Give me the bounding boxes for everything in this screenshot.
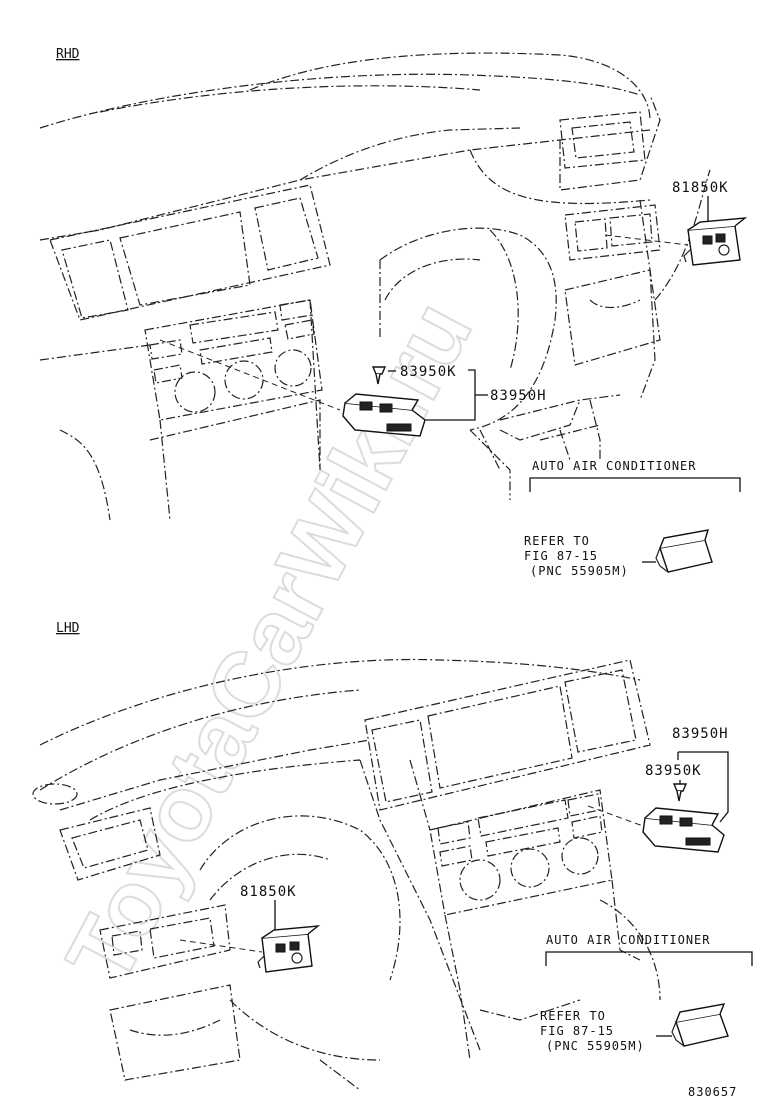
lhd-auto-ac-label: AUTO AIR CONDITIONER — [546, 933, 711, 947]
lhd-part-83950h-switch — [642, 807, 725, 853]
rhd-title: RHD — [56, 47, 80, 62]
rhd-part-83950k-clip — [371, 366, 387, 385]
rhd-auto-ac-bracket — [529, 477, 741, 492]
rhd-refer-line2: FIG 87-15 — [524, 549, 598, 563]
rhd-auto-ac-label: AUTO AIR CONDITIONER — [532, 459, 697, 473]
rhd-refer-line3: (PNC 55905M) — [530, 564, 629, 578]
lhd-bracket-83950h — [678, 751, 729, 823]
lhd-leader-83950h — [587, 805, 644, 827]
rhd-dashboard-drawing — [39, 52, 711, 521]
lhd-refer-line1: REFER TO — [540, 1009, 606, 1023]
lhd-label-83950k: 83950K — [645, 763, 702, 779]
rhd-label-83950k: 83950K — [400, 364, 457, 380]
rhd-part-81850k-switch — [683, 217, 748, 266]
lhd-dashboard-drawing — [32, 658, 661, 1091]
rhd-leader-81850k — [604, 234, 689, 246]
figure-number: 830657 — [688, 1085, 737, 1099]
lhd-part-83950k-clip — [672, 783, 688, 802]
rhd-refer-line1: REFER TO — [524, 534, 590, 548]
lhd-part-81850k-switch — [257, 925, 321, 973]
lhd-section: LHD — [32, 621, 753, 1091]
lhd-leader-81850k — [179, 939, 263, 953]
lhd-refer-line2: FIG 87-15 — [540, 1024, 614, 1038]
rhd-part-83950h-switch — [342, 393, 426, 437]
rhd-section: RHD — [39, 47, 748, 578]
lhd-title: LHD — [56, 621, 80, 636]
lhd-label-81850k: 81850K — [240, 884, 297, 900]
rhd-reference-part — [655, 529, 713, 573]
rhd-label-81850k: 81850K — [672, 180, 729, 196]
lhd-reference-part — [671, 1003, 729, 1047]
rhd-leader-83950h — [159, 339, 341, 411]
rhd-label-83950h: 83950H — [490, 388, 547, 404]
lhd-refer-line3: (PNC 55905M) — [546, 1039, 645, 1053]
lhd-label-83950h: 83950H — [672, 726, 729, 742]
lhd-auto-ac-bracket — [545, 951, 753, 966]
